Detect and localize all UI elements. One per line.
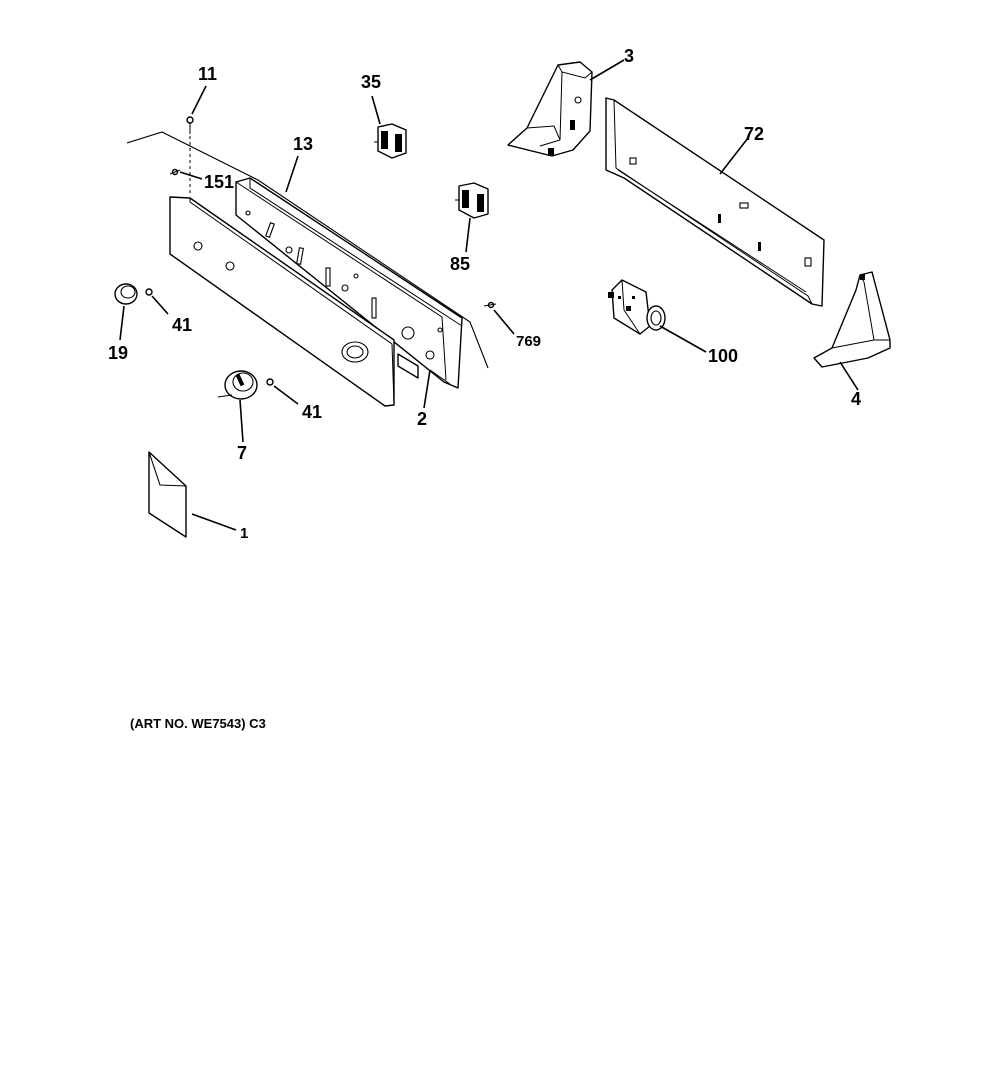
end-cap-left bbox=[507, 61, 593, 157]
callout-19: 19 bbox=[108, 343, 128, 363]
control-panel-bracket bbox=[235, 177, 463, 389]
callout-85: 85 bbox=[450, 254, 470, 274]
callout-72: 72 bbox=[744, 124, 764, 144]
callout-151: 151 bbox=[204, 172, 234, 192]
callout-3: 3 bbox=[624, 46, 634, 66]
callout-769: 769 bbox=[516, 333, 541, 350]
art-number: (ART NO. WE7543) C3 bbox=[130, 716, 266, 731]
top-cover-outline bbox=[126, 131, 489, 369]
callout-41-left: 41 bbox=[172, 315, 192, 335]
spring-clip-center bbox=[266, 378, 274, 386]
callout-11: 11 bbox=[198, 64, 217, 84]
callout-4: 4 bbox=[851, 389, 861, 409]
timer bbox=[608, 279, 666, 335]
callout-35: 35 bbox=[361, 72, 381, 92]
switch-lower bbox=[455, 182, 489, 219]
callout-41-center: 41 bbox=[302, 402, 322, 422]
callout-7: 7 bbox=[237, 443, 247, 463]
screw-side bbox=[169, 168, 181, 176]
knob-large bbox=[217, 370, 258, 400]
callout-1: 1 bbox=[240, 525, 248, 542]
callout-2: 2 bbox=[417, 409, 427, 429]
callout-labels: 11 151 13 35 85 3 72 769 100 4 41 19 41 … bbox=[108, 46, 861, 542]
callout-leaders bbox=[119, 59, 859, 531]
manual bbox=[148, 451, 187, 538]
screw-right bbox=[483, 301, 497, 309]
switch-upper bbox=[374, 123, 407, 159]
control-panel-assembly bbox=[169, 196, 395, 407]
callout-13: 13 bbox=[293, 134, 313, 154]
spring-clip-left bbox=[145, 288, 153, 296]
rear-panel bbox=[605, 97, 825, 307]
screw-top bbox=[186, 116, 194, 196]
callout-100: 100 bbox=[708, 346, 738, 366]
knob-small bbox=[114, 283, 138, 305]
end-cap-right bbox=[813, 271, 891, 368]
